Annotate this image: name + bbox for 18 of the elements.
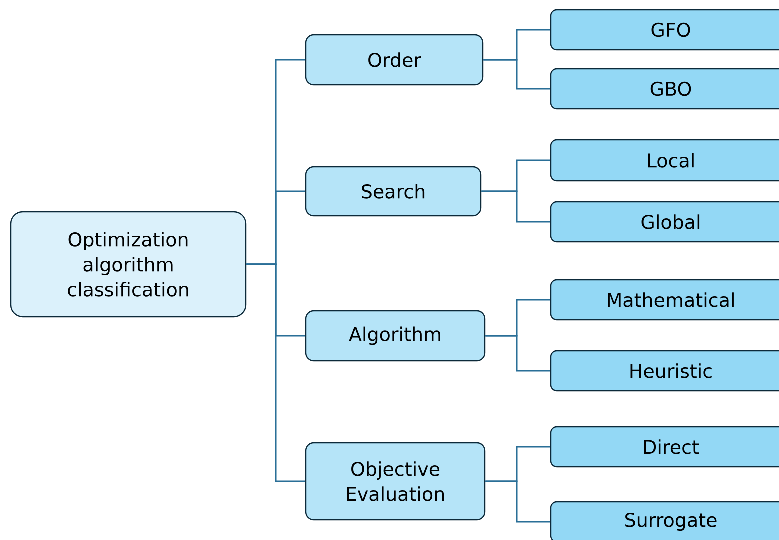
leaf-box: Heuristic (550, 350, 779, 392)
root-box: Optimization algorithm classification (10, 211, 247, 318)
category-box: Objective Evaluation (305, 442, 486, 521)
connector (486, 335, 550, 372)
connector (484, 59, 550, 90)
connector (486, 480, 550, 523)
leaf-box: Direct (550, 426, 779, 468)
category-box: Order (305, 34, 484, 86)
leaf-box: Global (550, 201, 779, 243)
connector (246, 264, 306, 482)
leaf-box: Mathematical (550, 279, 779, 321)
leaf-box: GFO (550, 9, 779, 51)
category-box: Search (305, 166, 482, 217)
leaf-box: Local (550, 139, 779, 182)
leaf-box: GBO (550, 68, 779, 110)
category-box: Algorithm (305, 310, 486, 362)
leaf-box: Surrogate (550, 501, 779, 540)
connector (482, 190, 550, 223)
